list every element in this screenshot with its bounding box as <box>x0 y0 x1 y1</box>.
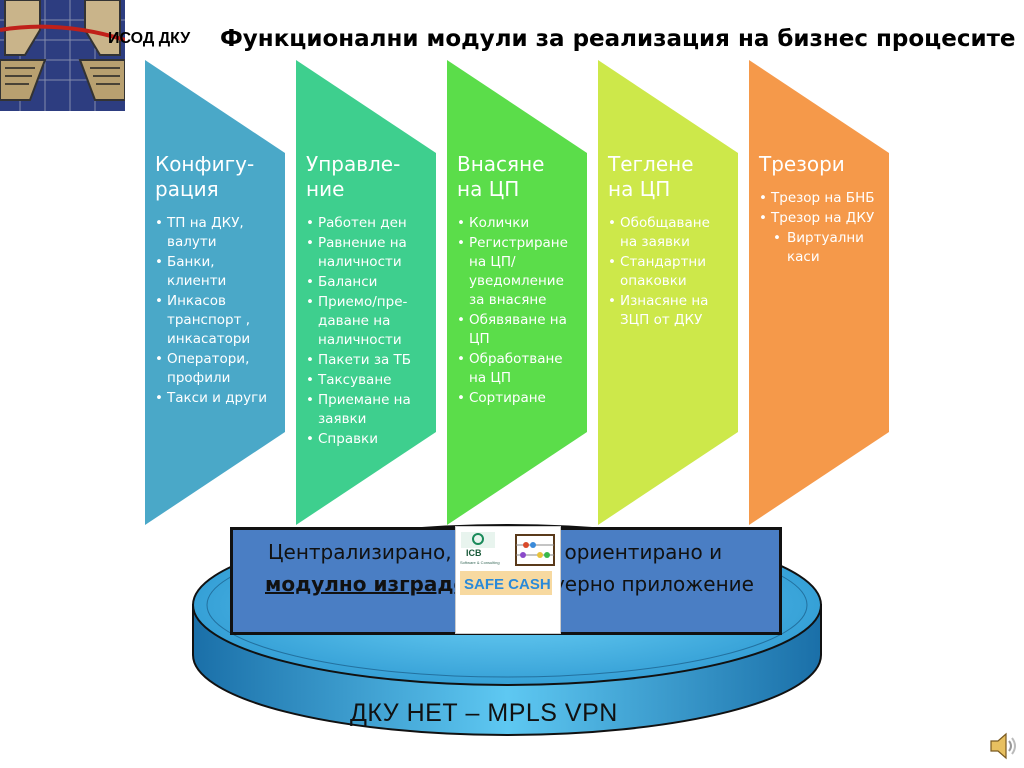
module-item: Такси и други <box>155 389 277 408</box>
module-item: Сортиране <box>457 389 579 408</box>
module-item: Справки <box>306 430 428 449</box>
module-item: Обработване на ЦП <box>457 350 579 388</box>
module-item: Изнасяне на ЗЦП от ДКУ <box>608 292 730 330</box>
module-item: Приемо/пре-даване на наличности <box>306 293 428 350</box>
module-management: Управле-ние Работен ден Равнение на нали… <box>296 60 436 525</box>
module-item: Регистриране на ЦП/ уведомление за внася… <box>457 234 579 310</box>
icb-logo-icon <box>461 532 495 548</box>
module-item: Работен ден <box>306 214 428 233</box>
module-item: Стандартни опаковки <box>608 253 730 291</box>
svg-text:Software & Consulting: Software & Consulting <box>460 560 500 565</box>
svg-text:ICB: ICB <box>466 548 482 558</box>
module-title: Конфигу-рация <box>155 152 255 201</box>
module-title: Управле-ние <box>306 152 401 201</box>
module-item: Приемане на заявки <box>306 391 428 429</box>
module-item: Таксуване <box>306 371 428 390</box>
module-item: Обобщаване на заявки <box>608 214 730 252</box>
module-item: Банки, клиенти <box>155 253 277 291</box>
module-configuration: Конфигу-рация ТП на ДКУ, валути Банки, к… <box>145 60 285 525</box>
module-item: ТП на ДКУ, валути <box>155 214 277 252</box>
module-item: Инкасов транспорт , инкасатори <box>155 292 277 349</box>
speaker-icon[interactable] <box>988 730 1018 762</box>
module-item: Обявяване на ЦП <box>457 311 579 349</box>
abacus-icon <box>515 534 555 566</box>
module-item: Оператори, профили <box>155 350 277 388</box>
module-item: Равнение на наличности <box>306 234 428 272</box>
module-item: Пакети за ТБ <box>306 351 428 370</box>
network-label: ДКУ НЕТ – MPLS VPN <box>350 699 618 727</box>
module-item: Баланси <box>306 273 428 292</box>
page-title: Функционални модули за реализация на биз… <box>220 26 1016 52</box>
module-sub-item: Виртуални каси <box>759 229 881 267</box>
computers-globe-logo <box>0 0 125 111</box>
svg-text:SAFE CASH: SAFE CASH <box>464 576 551 593</box>
module-title: Трезори <box>759 152 845 176</box>
chevron-shape <box>749 60 889 525</box>
safe-cash-product-card: ICB Software & Consulting SAFE CASH <box>455 526 561 634</box>
module-item: Трезор на ДКУ <box>759 209 881 228</box>
module-item: Колички <box>457 214 579 233</box>
module-vaults: Трезори Трезор на БНБ Трезор на ДКУ Вирт… <box>749 60 889 525</box>
app-name: ИСОД ДКУ <box>108 30 191 47</box>
module-item: Трезор на БНБ <box>759 189 881 208</box>
